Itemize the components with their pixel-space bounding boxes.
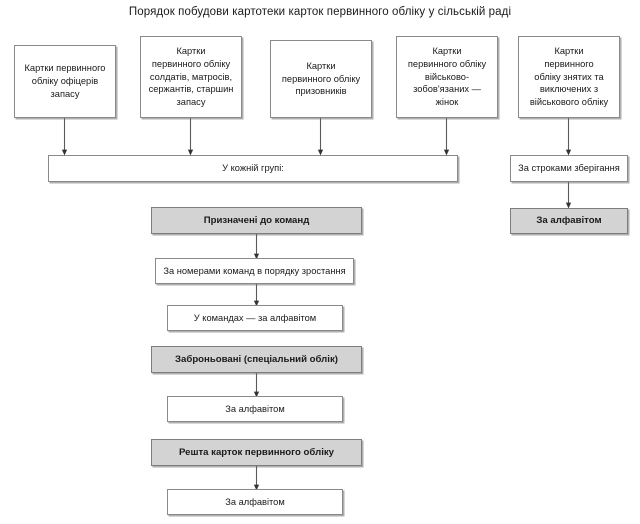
- page-title: Порядок побудови картотеки карток первин…: [128, 6, 512, 18]
- group-bar-label: У кожній групі:: [222, 163, 284, 174]
- section-header-remaining: Решта карток первинного обліку: [151, 439, 362, 466]
- top-box-removed-label: Картки первинного обліку знятих та виклю…: [529, 45, 609, 108]
- top-box-removed: Картки первинного обліку знятих та виклю…: [518, 36, 620, 118]
- section-step-remaining-1: За алфавітом: [167, 489, 343, 515]
- right-alphabet-label: За алфавітом: [536, 215, 602, 227]
- section-header-reserved: Заброньовані (спеціальний облік): [151, 346, 362, 373]
- top-box-soldiers-label: Картки первинного обліку солдатів, матро…: [148, 45, 234, 108]
- storage-terms-label: За строками зберігання: [518, 163, 620, 174]
- section-header-assigned-label: Призначені до команд: [203, 214, 310, 226]
- section-header-remaining-label: Решта карток первинного обліку: [178, 446, 335, 458]
- top-box-officers: Картки первинного обліку офіцерів запасу: [14, 45, 116, 118]
- top-box-conscripts-label: Картки первинного обліку призовників: [281, 60, 361, 97]
- section-step-assigned-2-label: У командах — за алфавітом: [193, 312, 317, 323]
- section-step-assigned-2: У командах — за алфавітом: [167, 305, 343, 331]
- storage-terms-box: За строками зберігання: [510, 155, 628, 182]
- top-box-soldiers: Картки первинного обліку солдатів, матро…: [140, 36, 242, 118]
- section-step-assigned-1-label: За номерами команд в порядку зростання: [163, 265, 346, 276]
- top-box-officers-label: Картки первинного обліку офіцерів запасу: [24, 63, 106, 99]
- top-box-women: Картки первинного обліку військово- зобо…: [396, 36, 498, 118]
- section-step-reserved-1: За алфавітом: [167, 396, 343, 422]
- section-header-reserved-label: Заброньовані (спеціальний облік): [175, 353, 338, 365]
- section-step-remaining-1-label: За алфавітом: [225, 496, 285, 507]
- top-box-conscripts: Картки первинного обліку призовників: [270, 40, 372, 118]
- top-box-women-label: Картки первинного обліку військово- зобо…: [407, 45, 487, 108]
- section-header-assigned: Призначені до команд: [151, 207, 362, 234]
- section-step-reserved-1-label: За алфавітом: [225, 403, 285, 414]
- group-bar: У кожній групі:: [48, 155, 458, 182]
- right-alphabet-box: За алфавітом: [510, 208, 628, 234]
- section-step-assigned-1: За номерами команд в порядку зростання: [155, 258, 354, 284]
